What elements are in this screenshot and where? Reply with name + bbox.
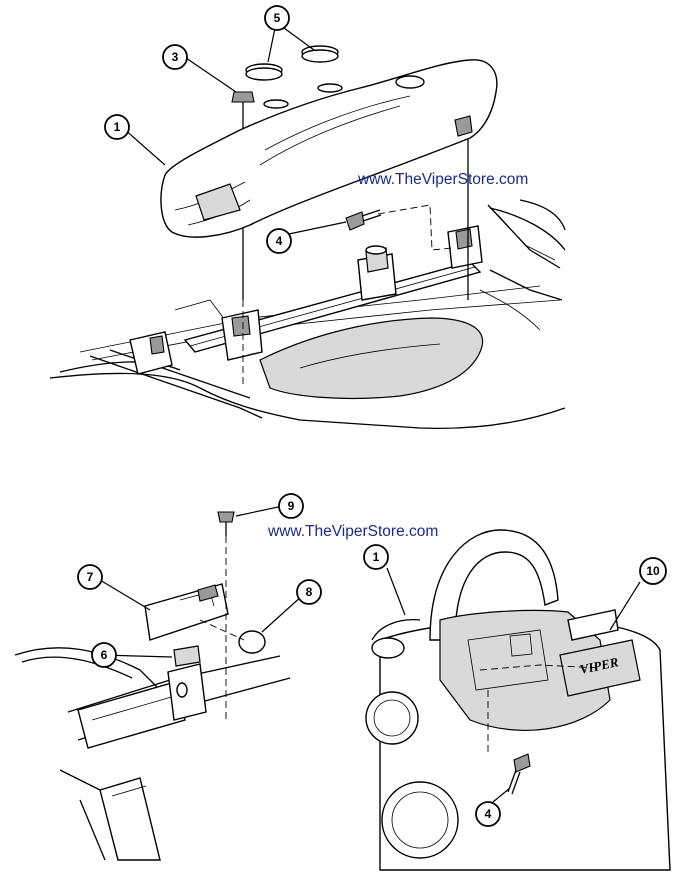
callout-top-4: 4: [266, 228, 292, 254]
watermark-top: www.TheViperStore.com: [357, 171, 528, 188]
watermark-bottom: www.TheViperStore.com: [267, 523, 438, 540]
callout-bottom-left-6: 6: [91, 642, 117, 668]
callout-label: 5: [274, 11, 281, 25]
callout-bottom-left-8: 8: [296, 579, 322, 605]
callout-label: 8: [306, 585, 313, 599]
callout-label: 1: [373, 550, 380, 564]
callout-label: 9: [288, 499, 295, 513]
callout-label: 6: [101, 648, 108, 662]
callout-label: 4: [485, 807, 492, 821]
top-assembly-illustration: [49, 27, 566, 429]
callout-bottom-right-10: 10: [639, 557, 667, 585]
callout-label: 7: [87, 570, 94, 584]
callout-label: 3: [172, 50, 179, 64]
bottom-left-illustration: [14, 506, 304, 861]
callout-top-3: 3: [162, 44, 188, 70]
callout-label: 10: [646, 564, 660, 578]
callout-top-5: 5: [264, 5, 290, 31]
callout-label: 1: [114, 120, 121, 134]
callout-bottom-left-7: 7: [77, 564, 103, 590]
callout-top-1: 1: [104, 114, 130, 140]
bottom-right-illustration: VIPER: [365, 529, 671, 871]
callout-bottom-right-1: 1: [363, 544, 389, 570]
callout-label: 4: [276, 234, 283, 248]
callout-bottom-left-9: 9: [278, 493, 304, 519]
callout-bottom-right-4: 4: [475, 801, 501, 827]
